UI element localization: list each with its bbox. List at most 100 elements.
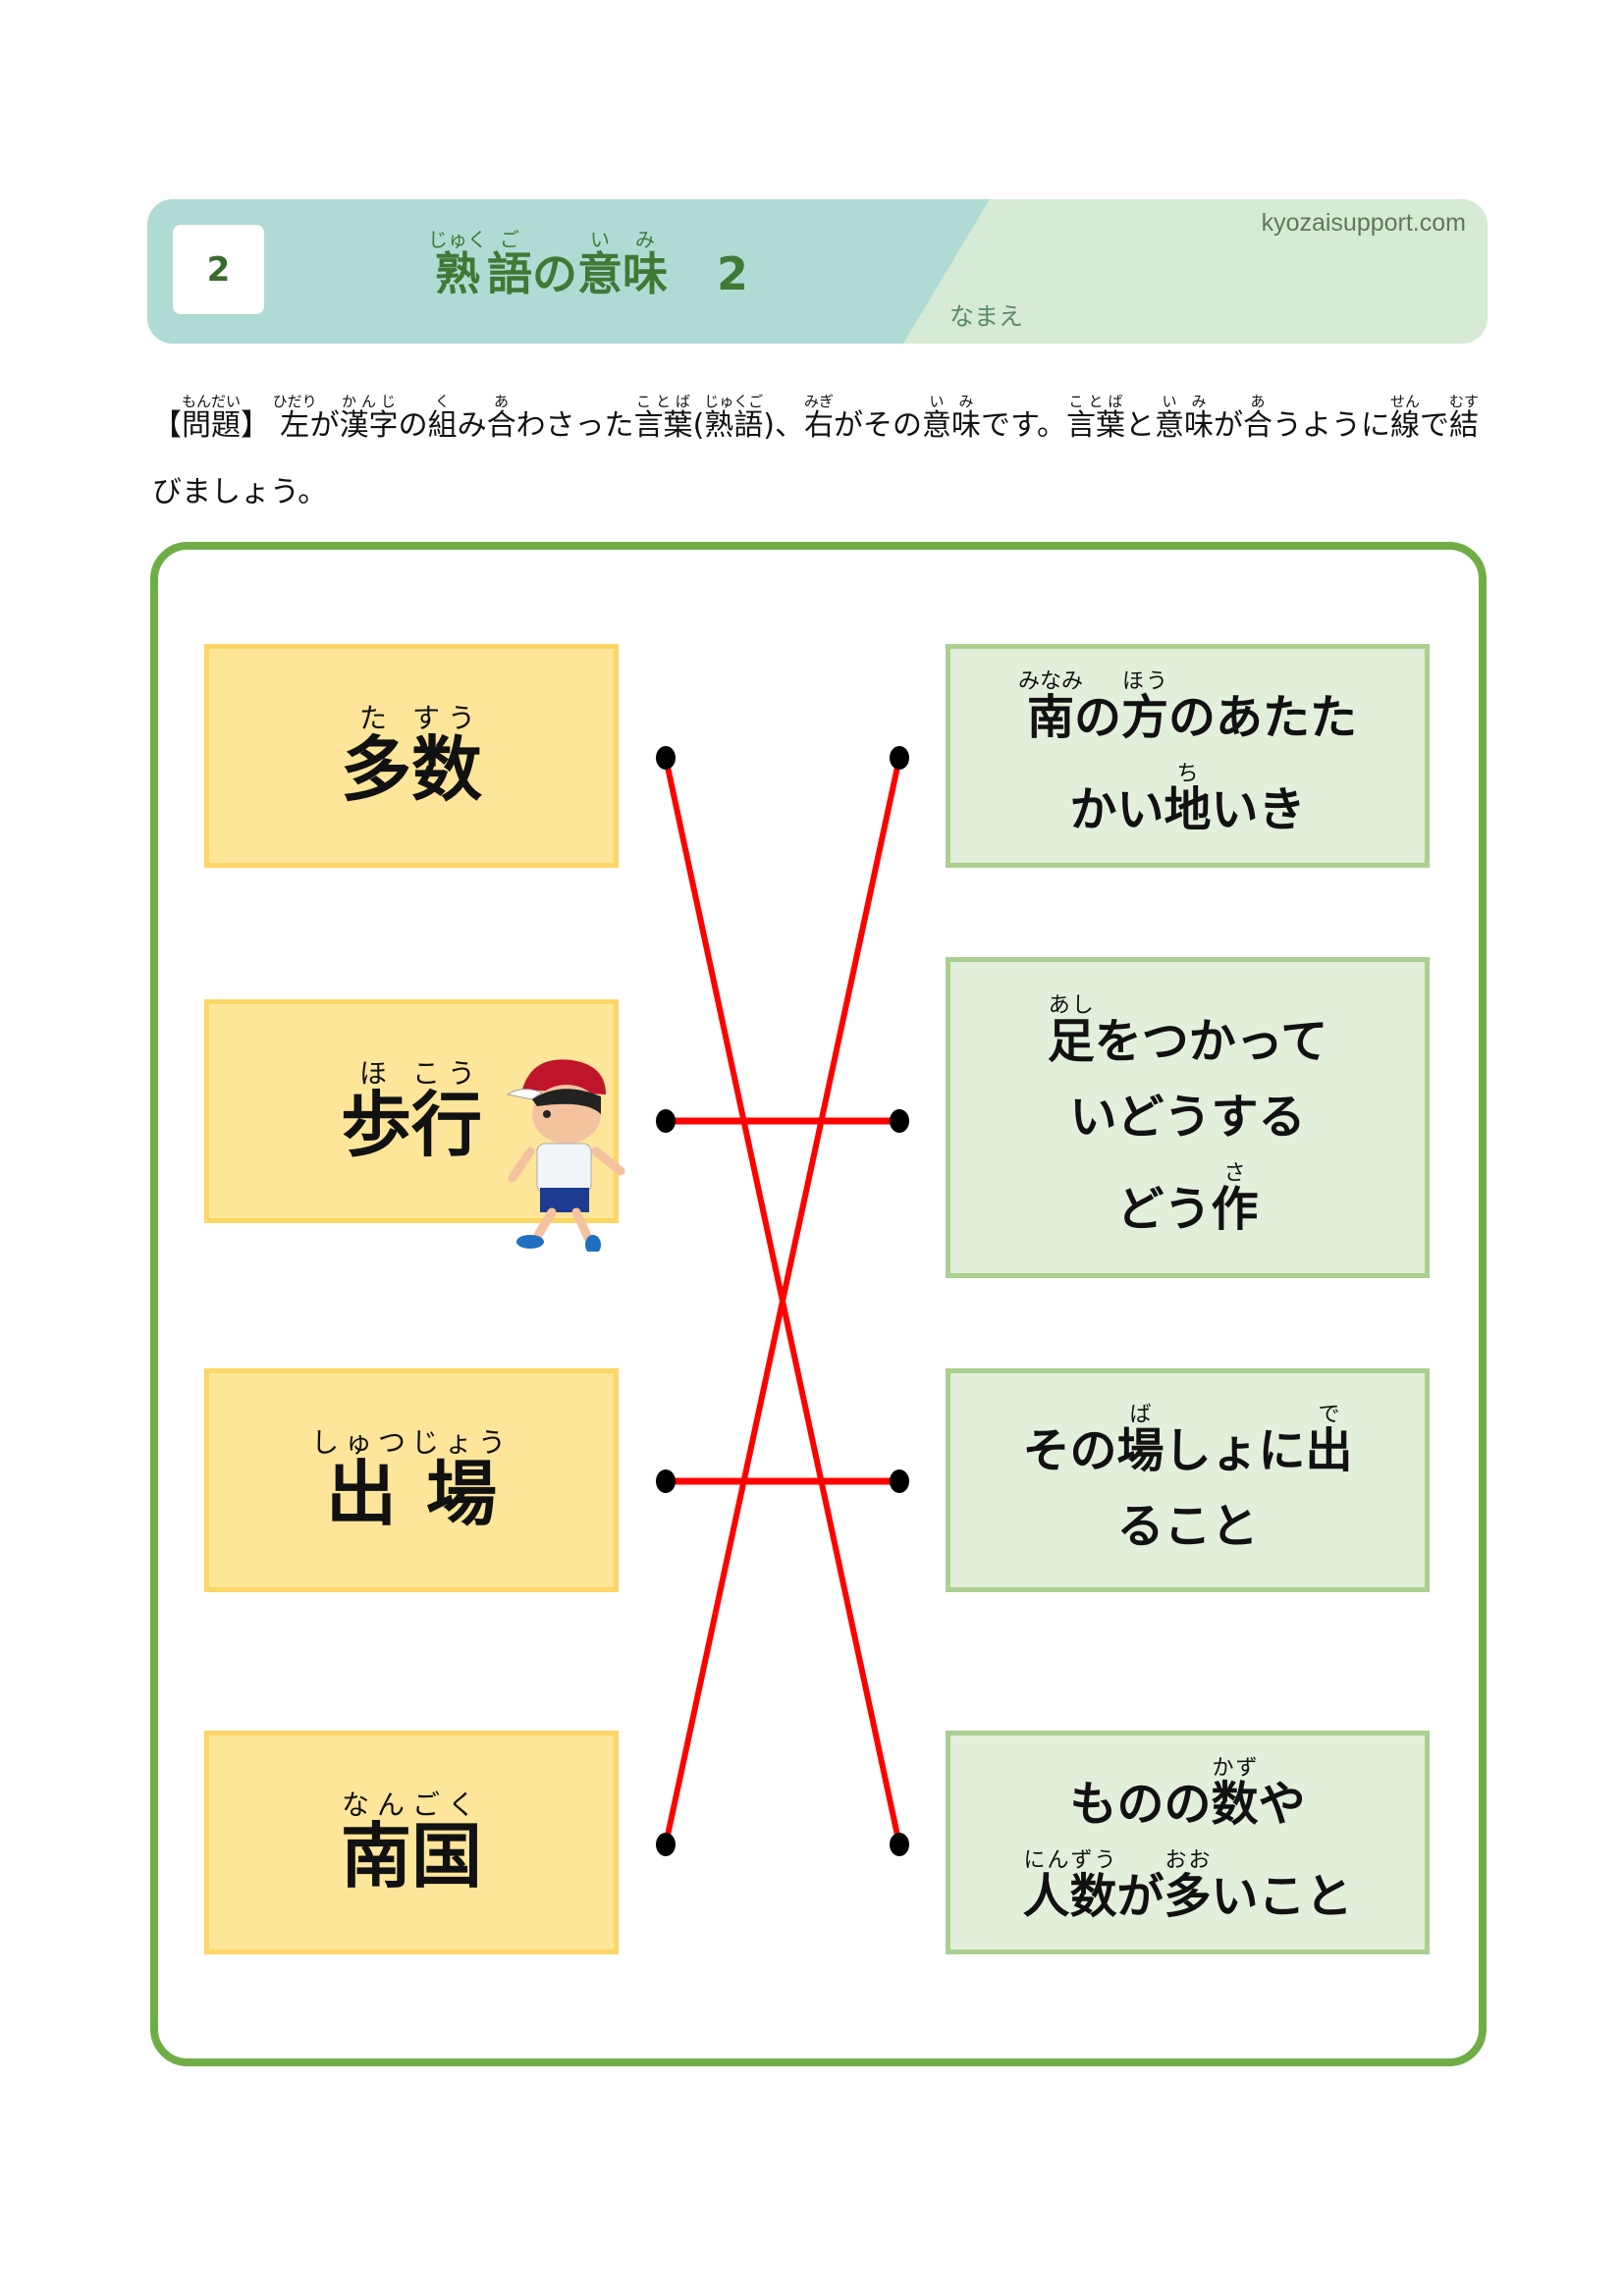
ruby-word: 言葉ことば — [1066, 393, 1126, 443]
instructions: 【問題もんだい】 左ひだりが漢字かんじの組くみ合あわさった言葉ことば(熟語じゅく… — [152, 393, 1492, 526]
ruby-word: 作さ — [1211, 1160, 1259, 1237]
walking-boy-illustration — [506, 1059, 625, 1252]
site-name: kyozaisupport.com — [1261, 209, 1466, 237]
sheet-number: 2 — [173, 225, 264, 314]
furigana: しゅつ — [310, 1425, 411, 1459]
text-segment: いどうする — [1069, 1090, 1306, 1146]
meaning-line: ること — [1116, 1495, 1258, 1559]
term-card[interactable]: 出しゅつ場じょう — [204, 1368, 619, 1592]
furigana: かんじ — [339, 393, 399, 410]
meaning-card[interactable]: その場ばしょに出でること — [946, 1368, 1430, 1592]
meaning-line: 南みなみの方ほうのあたた — [1018, 669, 1357, 750]
text-segment: です。 — [981, 408, 1067, 443]
ruby-word: 方ほう — [1121, 669, 1169, 746]
furigana: く — [427, 393, 458, 410]
text-segment: どう — [1116, 1181, 1212, 1237]
ruby-word: 南なん — [340, 1788, 411, 1897]
ruby-word: 人数にんずう — [1022, 1848, 1117, 1924]
text-segment: いこと — [1211, 1869, 1353, 1924]
meaning-line: 人数にんずうが多おおいこと — [1022, 1848, 1352, 1929]
ruby-word: 多た — [340, 701, 411, 811]
ruby-word: 地ち — [1164, 762, 1212, 837]
furigana: ほう — [1121, 669, 1169, 695]
ruby-word: 言葉ことば — [633, 393, 693, 443]
furigana: むす — [1449, 393, 1480, 410]
ruby-word: 意味いみ — [1155, 393, 1215, 443]
meaning-line: いどうする — [1069, 1086, 1305, 1149]
furigana: せん — [1390, 393, 1421, 410]
furigana: いみ — [1155, 393, 1214, 410]
text-segment: の — [532, 247, 577, 300]
ruby-word: 線せん — [1390, 393, 1421, 443]
meaning-line: その場ばしょに出で — [1022, 1403, 1352, 1483]
text-segment: が — [309, 408, 340, 443]
furigana: ことば — [633, 393, 693, 410]
meaning-card[interactable]: 足あしをつかっていどうするどう作さ — [946, 957, 1430, 1278]
text-segment: ( — [692, 408, 705, 443]
text-segment: )、 — [763, 408, 805, 443]
furigana: じょう — [411, 1425, 513, 1459]
furigana: さ — [1211, 1160, 1259, 1186]
furigana: ごく — [411, 1788, 483, 1821]
meaning-card[interactable]: 南みなみの方ほうのあたたかい地ちいき — [946, 644, 1430, 868]
text-segment: や — [1258, 1777, 1306, 1833]
text-segment: が — [1214, 408, 1244, 443]
ruby-word: 合あ — [486, 393, 516, 443]
ruby-word: 組く — [427, 393, 458, 443]
text-segment: うように — [1272, 408, 1391, 443]
term-text: 出しゅつ場じょう — [310, 1425, 513, 1533]
meaning-line: どう作さ — [1116, 1161, 1258, 1242]
header-title-band — [147, 199, 990, 344]
furigana: いみ — [922, 393, 981, 410]
ruby-word: 数かず — [1211, 1756, 1259, 1833]
page-title: 熟じゅく語ごの意い味み2 — [428, 228, 748, 303]
ruby-word: 右みぎ — [804, 393, 835, 443]
furigana: かず — [1211, 1756, 1259, 1782]
furigana: で — [1305, 1402, 1353, 1427]
text-segment: のあたた — [1168, 690, 1358, 746]
text-segment: 】 — [241, 408, 280, 443]
term-card[interactable]: 多た数すう — [204, 644, 619, 868]
ruby-word: 漢字かんじ — [339, 393, 399, 443]
ruby-word: 意い — [577, 228, 623, 300]
term-card[interactable]: 南なん国ごく — [204, 1731, 619, 1954]
ruby-word: 結むす — [1449, 393, 1480, 443]
title-text: 熟じゅく語ごの意い味み — [428, 228, 668, 300]
text-segment: わさった — [515, 408, 634, 443]
text-segment: が — [1116, 1869, 1164, 1924]
term-text: 多た数すう — [340, 701, 482, 811]
term-text: 歩ほ行こう — [340, 1056, 483, 1166]
text-segment: の — [398, 408, 428, 443]
text-segment: ること — [1116, 1498, 1259, 1554]
furigana: みぎ — [804, 393, 835, 410]
meaning-line: ものの数かずや — [1069, 1756, 1305, 1837]
ruby-word: 味み — [623, 228, 668, 300]
text-segment: しょに — [1164, 1422, 1306, 1478]
furigana: ことば — [1066, 393, 1125, 410]
ruby-word: 問題もんだい — [182, 393, 242, 443]
furigana: ひだり — [272, 393, 317, 410]
furigana: ち — [1164, 762, 1212, 786]
ruby-word: 足あし — [1047, 993, 1095, 1070]
text-segment: の — [1073, 690, 1121, 746]
furigana: ほ — [340, 1056, 411, 1090]
text-segment: をつかって — [1094, 1014, 1328, 1070]
exercise-frame — [150, 542, 1487, 2066]
text-segment: かい — [1069, 782, 1164, 837]
ruby-word: 南みなみ — [1017, 669, 1083, 746]
furigana: み — [623, 228, 668, 251]
ruby-word: 意味いみ — [922, 393, 982, 443]
ruby-word: 出で — [1305, 1402, 1353, 1478]
furigana: あ — [486, 393, 516, 410]
name-label: なまえ — [949, 302, 1024, 331]
furigana: ご — [487, 228, 532, 251]
text-segment: 【 — [152, 408, 182, 443]
meaning-card[interactable]: ものの数かずや人数にんずうが多おおいこと — [946, 1731, 1430, 1954]
text-segment: がその — [834, 408, 923, 443]
text-segment: いき — [1211, 782, 1306, 837]
ruby-word: 語ご — [487, 228, 532, 300]
text-segment: ものの — [1069, 1777, 1212, 1833]
furigana: あ — [1243, 393, 1272, 410]
ruby-word: 行こう — [411, 1056, 483, 1166]
furigana: た — [340, 701, 411, 734]
